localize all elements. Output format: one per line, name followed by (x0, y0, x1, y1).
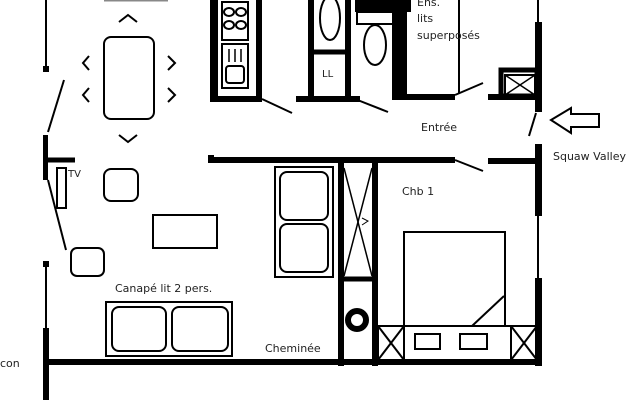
door-swing (47, 179, 67, 251)
door-swing (454, 159, 484, 172)
sink-icon (221, 43, 249, 89)
label-chb1: Chb 1 (402, 185, 435, 198)
door-swing (354, 98, 389, 113)
bathtub-icon (319, 0, 341, 41)
door-swing (454, 82, 484, 96)
stove-icon (223, 7, 247, 30)
dining-table (81, 13, 177, 144)
label-balcon: con (0, 357, 20, 370)
entry-door-swing (528, 112, 537, 137)
label-ll: LL (322, 69, 334, 80)
label-squaw-valley: Squaw Valley (553, 150, 626, 163)
bedroom (377, 231, 538, 361)
door-swing (261, 98, 293, 114)
label-tv: TV (68, 169, 81, 180)
bathroom (296, 0, 411, 113)
bunk-room (392, 0, 484, 100)
entry-cupboard (488, 67, 540, 100)
label-canape: Canapé lit 2 pers. (115, 282, 213, 295)
tv-icon (56, 167, 67, 209)
armchair (70, 247, 105, 277)
fireplace-icon (345, 308, 369, 332)
kitchen (210, 0, 293, 114)
label-entree: Entrée (421, 121, 458, 134)
armchair (103, 168, 139, 202)
toilet-icon (363, 24, 387, 66)
arrow-left-icon (549, 106, 600, 135)
coffee-table (152, 214, 218, 249)
sofa-bed (105, 301, 233, 357)
door-swing (47, 79, 65, 133)
label-cheminee: Cheminée (265, 342, 321, 355)
label-ens: Ens. (417, 0, 441, 9)
closet-column (338, 160, 378, 366)
label-superposes: superposés (417, 29, 480, 42)
left-wall (43, 0, 75, 400)
label-lits: lits (417, 12, 434, 25)
double-armchair (274, 166, 334, 278)
